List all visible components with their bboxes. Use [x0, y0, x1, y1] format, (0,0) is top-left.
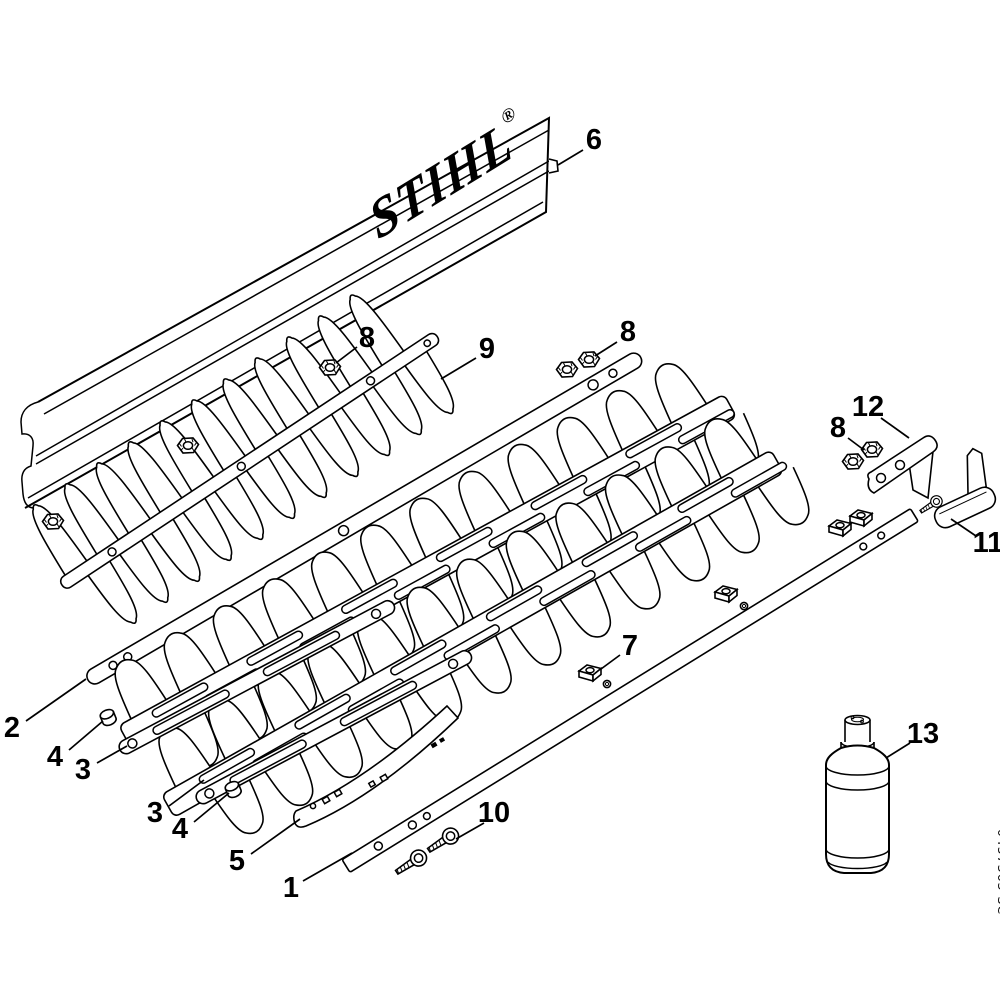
screw-part-10a [423, 824, 463, 858]
callout-5: 5 [229, 845, 245, 877]
square-nut-part-7a [578, 664, 602, 682]
hex-nut-part-8c [41, 513, 65, 530]
callout-6: 6 [586, 124, 602, 156]
hex-nut-part-8g [860, 441, 884, 458]
screw-part-10b [391, 846, 431, 880]
callout-8c: 8 [830, 412, 846, 444]
callout-12: 12 [852, 391, 884, 423]
callout-8b: 8 [620, 316, 636, 348]
guide-strip-part-3b [195, 649, 473, 805]
bracket-part-12 [867, 435, 938, 500]
callout-9: 9 [479, 333, 495, 365]
grease-bottle-part-13 [825, 714, 890, 874]
blade-part-9 [32, 294, 455, 625]
spacer-part-4a [98, 706, 119, 729]
hex-nut-part-8d [555, 361, 579, 378]
pin-b [739, 601, 749, 611]
callout-13: 13 [907, 718, 939, 750]
callout-7: 7 [622, 630, 638, 662]
scabbard-channel-end [20, 401, 39, 509]
guide-strip-part-3a [118, 599, 396, 755]
scabbard-groove-end [548, 158, 559, 174]
callout-11: 11 [973, 527, 1000, 559]
doc-number: 0457363 SC [995, 829, 1000, 915]
square-nut-part-7c [828, 519, 852, 537]
callout-1: 1 [283, 872, 299, 904]
callout-4b: 4 [172, 813, 188, 845]
callout-3a: 3 [75, 754, 91, 786]
callouts: 1 2 3 3 4 4 5 6 7 8 8 8 9 10 11 12 13 [4, 124, 1000, 904]
hex-nut-part-8f [841, 453, 865, 470]
callout-10: 10 [478, 797, 510, 829]
callout-3b: 3 [147, 797, 163, 829]
hex-nut-part-8b [176, 437, 200, 454]
square-nut-part-7d [849, 509, 873, 527]
guide-bar-part-1 [342, 508, 919, 873]
callout-2: 2 [4, 712, 20, 744]
callout-4a: 4 [47, 741, 63, 773]
square-nut-part-7b [714, 585, 738, 603]
deflector-part-5 [292, 704, 460, 828]
pin-a [602, 679, 612, 689]
registered-mark: ® [499, 102, 519, 130]
tip-guard-part-11 [917, 447, 997, 529]
callout-8a: 8 [359, 322, 375, 354]
